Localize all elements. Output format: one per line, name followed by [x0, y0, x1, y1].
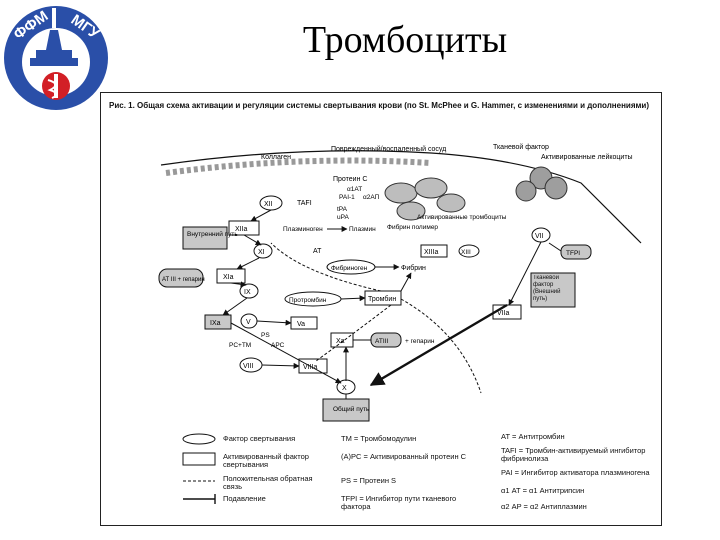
factor-xiia-label: XIIa	[235, 226, 248, 233]
ps-label: PS	[261, 332, 270, 339]
factor-viii-label: VIII	[243, 363, 254, 370]
extrinsic-path-label: Тканевой фактор (Внешний путь)	[533, 275, 561, 302]
heparin-label: + гепарин	[405, 338, 435, 345]
fibrin-polymer-label: Фибрин полимер	[387, 223, 438, 231]
at-heparin-label: АТ III + гепарин	[162, 277, 205, 283]
intrinsic-path-label: Внутренний путь	[187, 230, 238, 238]
factor-xiii	[458, 244, 480, 258]
factor-viia-label: VIIa	[497, 310, 510, 317]
factor-ixa	[204, 314, 232, 330]
fibrinogen-label: Фибриноген	[331, 264, 368, 272]
protein-c-label: Протеин С	[333, 176, 367, 183]
factor-x-label: X	[342, 385, 347, 392]
legend-at: AT = Антитромбин	[501, 432, 565, 441]
legend-activated-factor: Активированный фактор свертывания	[223, 452, 309, 469]
leukocytes-label: Активированные лейкоциты	[541, 153, 633, 161]
factor-vii-label: VII	[535, 233, 544, 240]
factor-xi-label: XI	[258, 249, 265, 256]
platelet-shape	[436, 193, 466, 213]
platelet-shape	[396, 201, 426, 221]
factor-xia-label: XIa	[223, 274, 234, 281]
tfpi-label: TFPI	[566, 250, 580, 257]
legend-feedback: Положительная обратная связь	[223, 474, 313, 491]
feedback-loop	[270, 242, 382, 292]
figure-caption: Рис. 1. Общая схема активации и регуляци…	[109, 101, 649, 110]
platelet-shape	[414, 177, 448, 199]
factor-viiia-label: VIIIa	[303, 364, 318, 371]
coagulation-scheme-figure: Рис. 1. Общая схема активации и регуляци…	[100, 92, 662, 526]
a1at-label: α1АТ	[347, 186, 362, 193]
plasmin-label: Плазмин	[349, 226, 376, 233]
factor-ix	[239, 283, 259, 299]
factor-v-label: V	[246, 319, 251, 326]
legend-tfpi: TFPI = Ингибитор пути тканевого фактора	[341, 494, 457, 511]
feedback-loop	[400, 298, 482, 394]
thrombin-label: Тромбин	[368, 295, 396, 303]
legend-a1at: α1 AT = α1 Антитрипсин	[501, 486, 585, 495]
factor-xa-label: Xa	[336, 338, 345, 345]
activated-platelets-label: Активированные тромбоциты	[417, 213, 507, 221]
ffm-msu-logo: ФФМ МГУ	[0, 0, 112, 118]
tissue-factor-label: Тканевой фактор	[493, 143, 549, 151]
feedback-loop	[315, 304, 392, 362]
legend-inhibition: Подавление	[223, 494, 266, 503]
plasminogen-label: Плазминоген	[283, 226, 323, 233]
tafi-label: TAFI	[297, 200, 312, 207]
leukocyte-shape	[515, 180, 537, 202]
legend-apc: (А)PC = Активированный протеин С	[341, 452, 467, 461]
figure-legend: Фактор свертывания Активированный фактор…	[171, 433, 651, 521]
vessel-label: Поврежденный/воспаленный сосуд	[331, 145, 446, 153]
tpa-label: tPA	[337, 206, 348, 213]
slide-title: Тромбоциты	[302, 19, 508, 61]
legend-factor: Фактор свертывания	[223, 434, 296, 443]
factor-xi	[253, 243, 273, 259]
atiii-label: ATIII	[375, 338, 388, 345]
at-label: AT	[313, 248, 322, 255]
prothrombin-label: Протромбин	[289, 296, 327, 304]
legend-tm: ТМ = Тромбомодулин	[341, 434, 417, 443]
leukocyte-shape	[544, 176, 568, 200]
factor-va-label: Va	[297, 321, 305, 328]
collagen-fibers	[165, 157, 432, 176]
platelet-shape	[384, 182, 418, 204]
apc-label: APC	[271, 342, 285, 349]
legend-ps: PS = Протеин S	[341, 476, 397, 485]
common-path-label: Общий путь	[333, 405, 370, 413]
factor-ixa-label: IXa	[210, 320, 221, 327]
factor-xiiia	[420, 244, 448, 258]
tfpi-box	[560, 244, 592, 260]
legend-a2ap: α2 AP = α2 Антиплазмин	[501, 502, 587, 511]
fibrin-label: Фибрин	[401, 264, 426, 272]
collagen-label: Коллаген	[261, 154, 291, 161]
legend-pai: PAI = Ингибитор активатора плазминогена	[501, 468, 650, 477]
extrinsic-path-box	[530, 272, 576, 308]
coagulation-diagram: Поврежденный/воспаленный сосуд Коллаген …	[158, 143, 642, 422]
factor-xiii-label: XIII	[461, 249, 471, 256]
factor-ix-label: IX	[244, 289, 251, 296]
pc-tm-label: PC+TM	[229, 342, 251, 349]
at-heparin-box	[158, 268, 204, 288]
upa-label: uPA	[337, 214, 349, 221]
factor-xiiia-label: XIIIa	[424, 249, 439, 256]
legend-tafi: TAFI = Тромбин-активируемый ингибитор фи…	[501, 446, 646, 463]
pai1-label: PAI-1	[339, 194, 355, 201]
factor-xii-label: XII	[264, 201, 273, 208]
a2ap-label: α2АП	[363, 194, 380, 201]
intrinsic-path-box	[182, 226, 228, 250]
